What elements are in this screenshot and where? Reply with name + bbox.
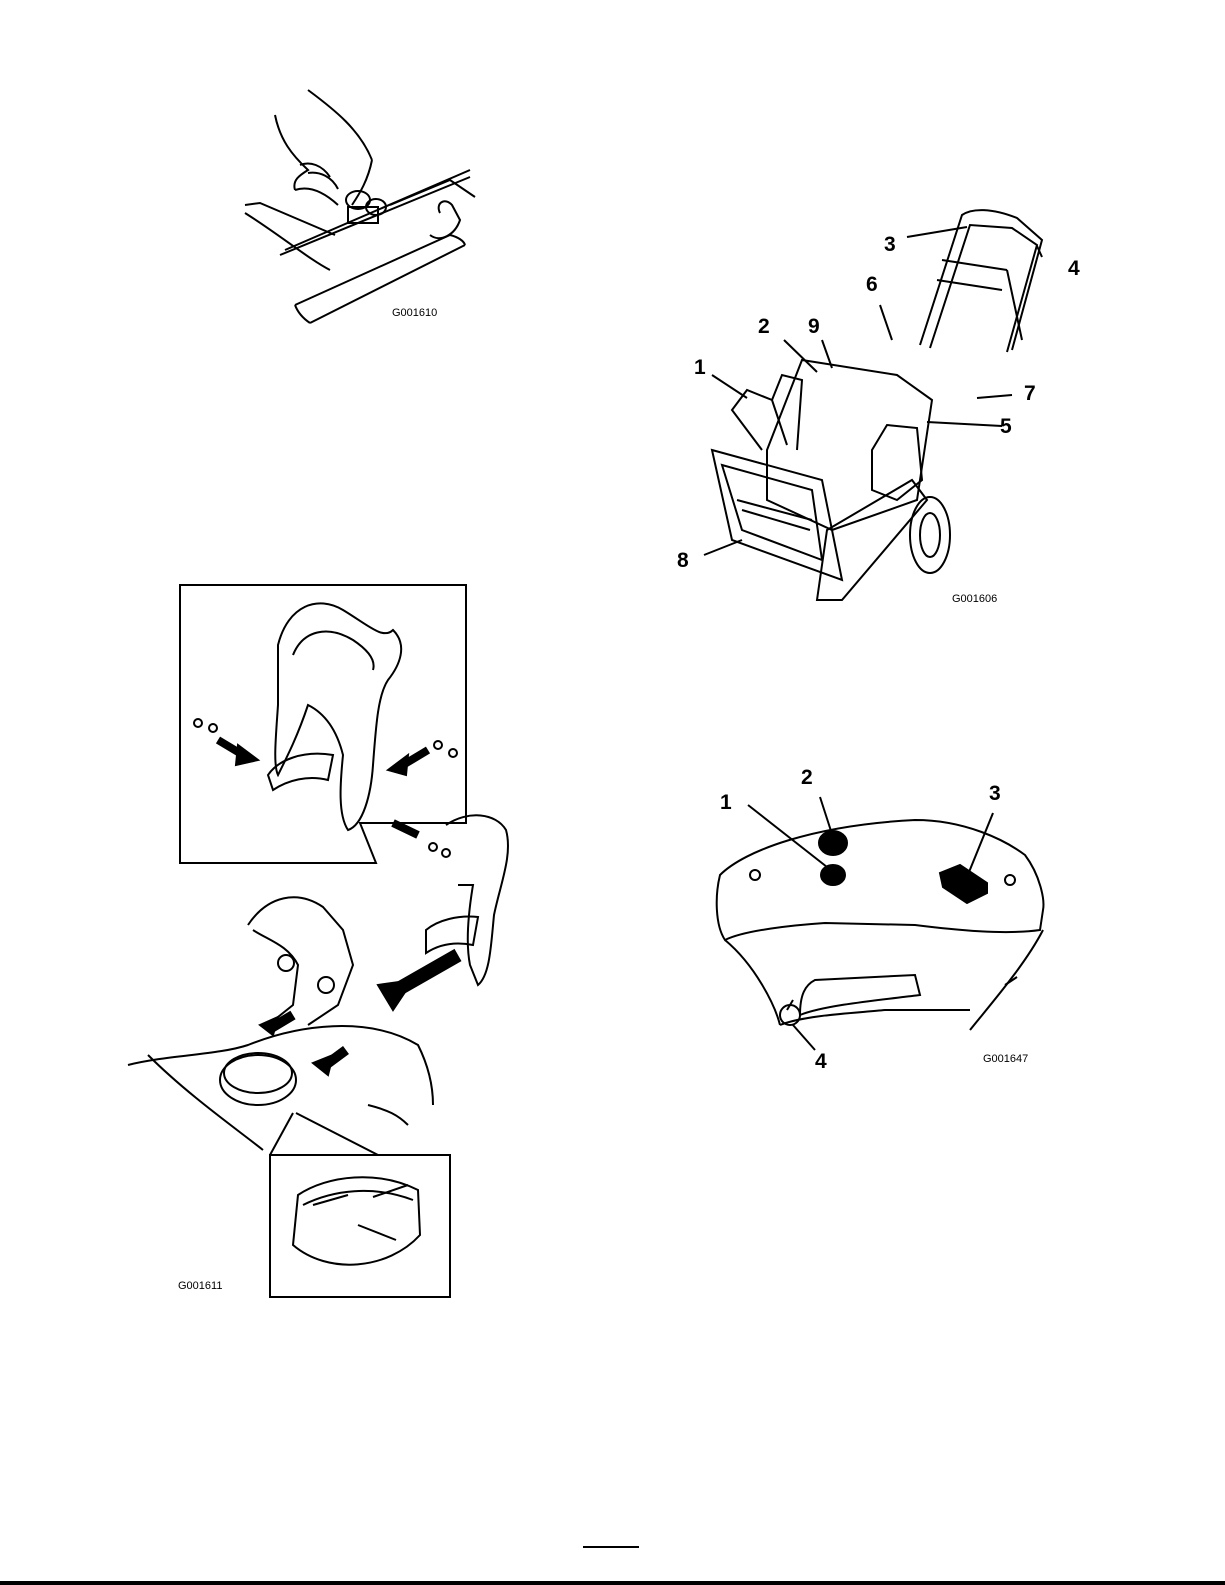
control-panel-illustration — [705, 765, 1050, 1075]
footer-rule — [0, 1581, 1225, 1585]
callout-9: 9 — [808, 316, 820, 337]
callout-3: 3 — [989, 783, 1001, 804]
callout-8: 8 — [677, 550, 689, 571]
callout-2: 2 — [801, 767, 813, 788]
figure-code: G001606 — [952, 593, 997, 605]
callout-4: 4 — [815, 1051, 827, 1072]
cable-routing-illustration — [240, 85, 480, 335]
callout-6: 6 — [866, 274, 878, 295]
figure-control-panel: 1 2 3 4 G001647 — [705, 765, 1050, 1075]
callout-5: 5 — [1000, 416, 1012, 437]
figure-code: G001610 — [392, 307, 437, 319]
callout-3: 3 — [884, 234, 896, 255]
chute-assembly-illustration — [128, 585, 568, 1305]
callout-1: 1 — [720, 792, 732, 813]
callout-2: 2 — [758, 316, 770, 337]
callout-4: 4 — [1068, 258, 1080, 279]
page-number-rule — [583, 1546, 639, 1548]
figure-code: G001647 — [983, 1053, 1028, 1065]
figure-snowthrower-controls: 1 2 3 4 5 6 7 8 9 G001606 — [672, 200, 1092, 610]
callout-7: 7 — [1024, 383, 1036, 404]
figure-code: G001611 — [178, 1280, 222, 1292]
snowthrower-illustration — [672, 200, 1092, 610]
figure-cable-routing: G001610 — [240, 85, 480, 335]
callout-1: 1 — [694, 357, 706, 378]
figure-chute-assembly: G001611 — [128, 585, 568, 1305]
